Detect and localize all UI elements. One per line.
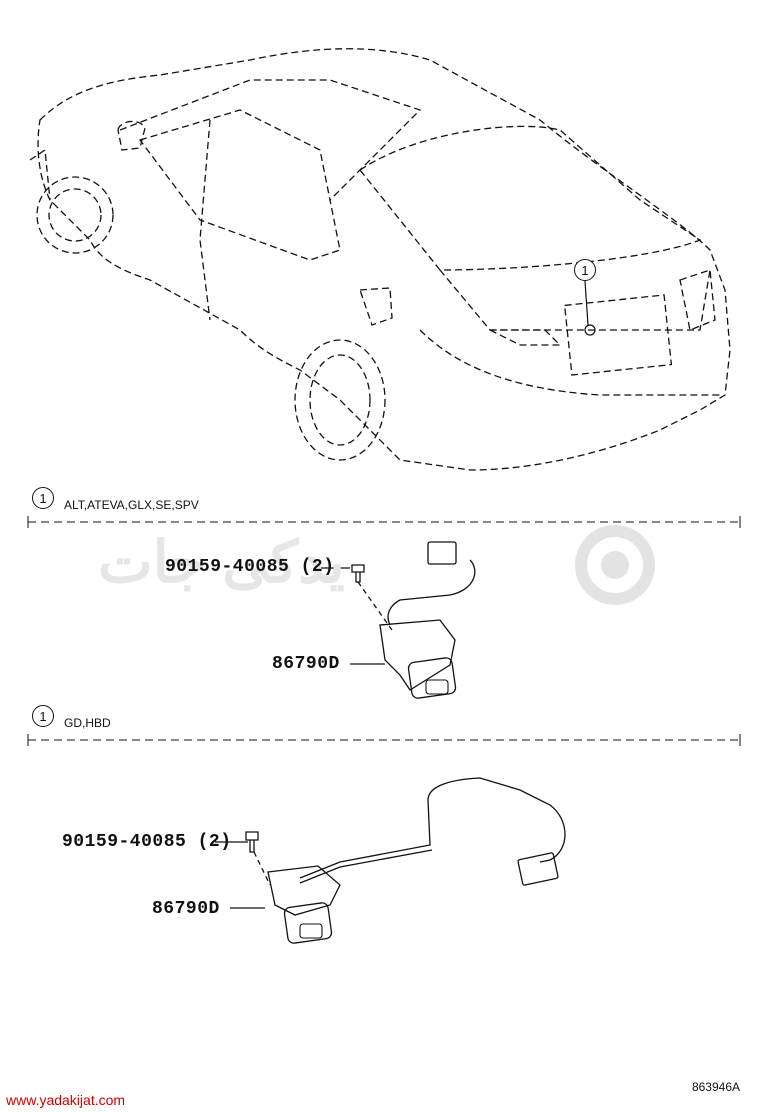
camera-location-marker	[584, 324, 596, 336]
section-1-title: ALT,ATEVA,GLX,SE,SPV	[64, 498, 199, 512]
section-2-bracket-icon	[267, 865, 341, 916]
car-taillight-right	[679, 269, 716, 331]
section-1-camera-label: 86790D	[272, 654, 340, 674]
car-front-fender	[29, 148, 51, 201]
section-2-harness	[299, 777, 566, 879]
watermark-logo-text: یدکی جات	[98, 530, 347, 595]
section-1-callout: 1	[32, 487, 54, 509]
car-rear-wheel	[294, 339, 386, 461]
car-roof-line	[119, 79, 422, 201]
license-plate	[563, 294, 673, 376]
car-taillight-left	[489, 329, 562, 346]
diagram-code: 863946A	[691, 1080, 740, 1094]
car-front-wheel	[36, 176, 114, 254]
section-2-screw-label: 90159-40085 (2)	[62, 832, 232, 852]
car-side-window	[138, 109, 341, 261]
car-callout: 1	[574, 259, 596, 281]
car-body-outline	[37, 48, 731, 471]
section-1-connector-icon	[427, 541, 457, 565]
section-2-screw-icon	[245, 831, 259, 853]
watermark-site-link[interactable]: www.yadakijat.com	[6, 1092, 126, 1108]
section-2-camera-icon	[283, 902, 333, 944]
car-mirror	[117, 120, 146, 151]
car-fuel-door	[359, 287, 393, 326]
car-front-wheel-inner	[48, 188, 102, 242]
car-rear-window	[359, 125, 702, 271]
car-bumper-line	[419, 329, 720, 396]
section-2-callout: 1	[32, 705, 54, 727]
section-1-screw-label: 90159-40085 (2)	[165, 557, 335, 577]
section-2-title: GD,HBD	[64, 716, 111, 730]
car-callout-leader	[584, 280, 589, 326]
watermark-logo-icon	[575, 525, 655, 605]
section-2-connector-icon	[517, 852, 559, 886]
section-1-camera-icon	[407, 657, 457, 699]
section-2-camera-label: 86790D	[152, 899, 220, 919]
car-trunk-line	[439, 269, 711, 331]
car-rear-wheel-inner	[309, 354, 371, 446]
section-1-screw-icon	[351, 564, 365, 583]
section-1-bracket-icon	[379, 619, 456, 691]
car-door-line	[199, 119, 211, 321]
section-1-harness	[387, 559, 476, 626]
